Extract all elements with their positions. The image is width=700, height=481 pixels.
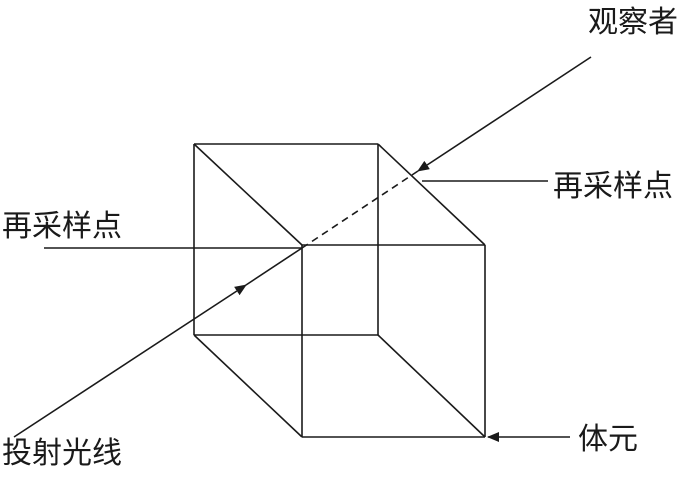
resample-right-label: 再采样点 [553,169,673,204]
cube-edge [377,334,486,438]
cube-edge [193,334,303,438]
resample-left-label: 再采样点 [2,209,122,244]
cube-edge [193,143,303,246]
projection-ray-label: 投射光线 [2,436,122,471]
voxel-cube [193,143,486,438]
ray-dashed-segment [301,170,419,249]
voxel-label: 体元 [578,422,638,457]
cube-edge [377,143,486,246]
observer-label: 观察者 [588,5,678,40]
projection-ray-inner [245,247,303,286]
observer-arrow [417,56,592,172]
projection-ray-line [13,284,247,438]
